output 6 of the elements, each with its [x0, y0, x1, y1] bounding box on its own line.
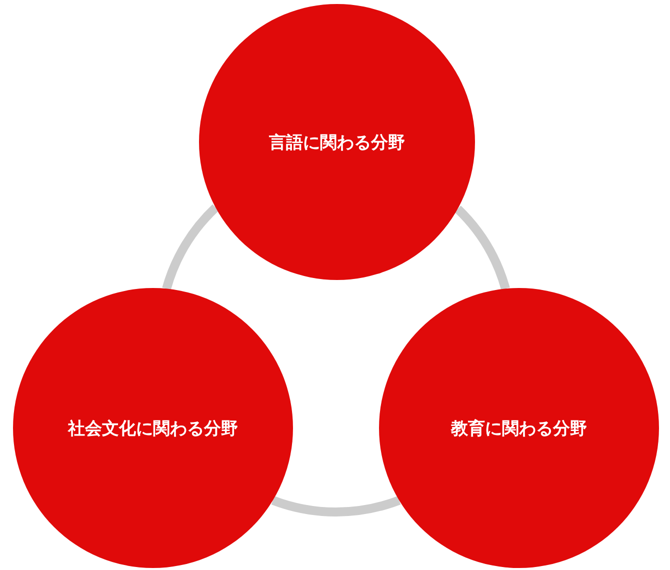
field-label: 教育に関わる分野 [451, 418, 587, 440]
ring-arc [162, 204, 219, 290]
field-label: 言語に関わる分野 [269, 132, 405, 154]
ring-arc [272, 496, 400, 516]
field-label: 社会文化に関わる分野 [68, 418, 238, 440]
ring-arc [454, 206, 510, 290]
